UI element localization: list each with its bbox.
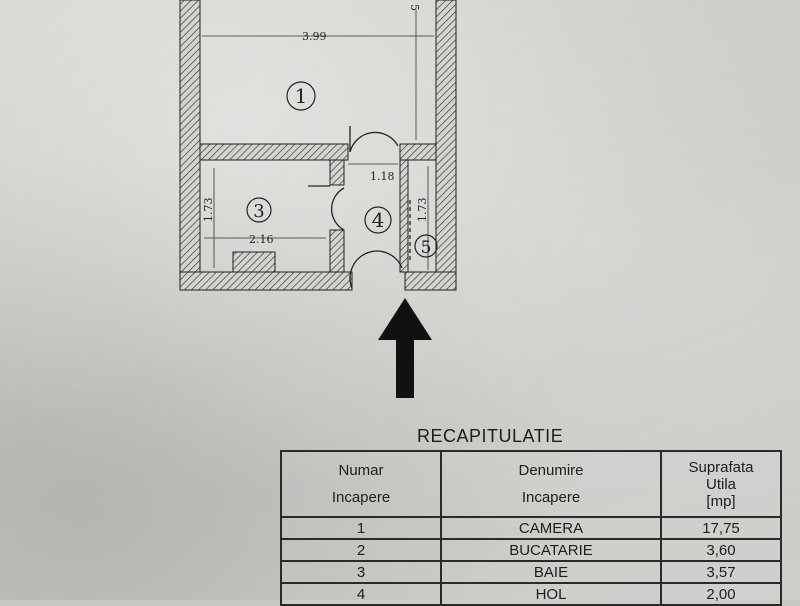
partition-wall-room1-left bbox=[199, 143, 349, 161]
header-name-line1: Denumire bbox=[518, 462, 584, 479]
recap-title: RECAPITULATIE bbox=[417, 426, 564, 446]
row-number: 4 bbox=[280, 582, 442, 606]
row-area: 3,57 bbox=[660, 560, 782, 584]
row-name: HOL bbox=[440, 582, 662, 606]
room-number-1: 1 bbox=[295, 84, 308, 108]
bath-wall-upper bbox=[329, 159, 345, 186]
room4-circle bbox=[364, 206, 392, 234]
closet-wall bbox=[399, 159, 409, 273]
left-exterior-wall bbox=[179, 0, 201, 291]
bath-niche bbox=[232, 251, 276, 273]
header-area: Suprafata Utila [mp] bbox=[660, 450, 782, 518]
bath-door-swing bbox=[331, 187, 345, 231]
room-number-circles bbox=[246, 81, 438, 258]
row-name: CAMERA bbox=[440, 516, 662, 540]
dim-room3-width: 2.16 bbox=[249, 233, 274, 246]
row-area: 2,00 bbox=[660, 582, 782, 606]
room-number-5: 5 bbox=[421, 238, 432, 258]
recap-table: Numar Incapere Denumire Incapere Suprafa… bbox=[280, 450, 782, 606]
entrance-arrow-icon bbox=[378, 298, 432, 398]
dimension-lines bbox=[202, 10, 434, 270]
table-row: 1 CAMERA 17,75 bbox=[280, 516, 782, 540]
table-row: 2 BUCATARIE 3,60 bbox=[280, 538, 782, 562]
dim-room1-depth: 5 bbox=[408, 4, 421, 11]
row-name: BAIE bbox=[440, 560, 662, 584]
header-number-line2: Incapere bbox=[331, 489, 391, 506]
table-row: 4 HOL 2,00 bbox=[280, 582, 782, 606]
header-area-line2: Utila bbox=[705, 475, 736, 493]
dim-room5-height: 1.73 bbox=[416, 198, 429, 223]
room3-circle bbox=[246, 197, 272, 223]
entrance-door-swing bbox=[349, 250, 403, 289]
walls bbox=[179, 0, 457, 291]
room1-door-swing bbox=[349, 131, 399, 153]
room1-circle bbox=[286, 81, 316, 111]
row-name: BUCATARIE bbox=[440, 538, 662, 562]
row-area: 3,60 bbox=[660, 538, 782, 562]
header-number: Numar Incapere bbox=[280, 450, 442, 518]
row-area: 17,75 bbox=[660, 516, 782, 540]
dim-hall-width: 1.18 bbox=[370, 170, 395, 183]
dim-room1-width: 3.99 bbox=[302, 30, 327, 43]
dim-room3-height: 1.73 bbox=[202, 198, 215, 223]
bottom-wall-right bbox=[404, 271, 457, 291]
header-name-line2: Incapere bbox=[521, 489, 581, 506]
bottom-wall-left bbox=[179, 271, 353, 291]
partition-wall-room1-right bbox=[399, 143, 437, 161]
room-number-4: 4 bbox=[372, 208, 385, 232]
room5-circle bbox=[414, 234, 438, 258]
bath-wall-lower bbox=[329, 229, 345, 273]
row-number: 2 bbox=[280, 538, 442, 562]
header-area-line1: Suprafata bbox=[688, 458, 754, 476]
right-exterior-wall bbox=[435, 0, 457, 291]
doors bbox=[308, 126, 411, 289]
floor-plan: 3.99 5 1.73 2.16 1.18 1.73 1 3 4 5 bbox=[179, 0, 457, 398]
header-number-line1: Numar bbox=[338, 462, 384, 479]
row-number: 3 bbox=[280, 560, 442, 584]
table-header-row: Numar Incapere Denumire Incapere Suprafa… bbox=[280, 450, 782, 518]
header-area-line3: [mp] bbox=[706, 492, 736, 510]
row-number: 1 bbox=[280, 516, 442, 540]
room-number-3: 3 bbox=[253, 201, 264, 222]
table-row: 3 BAIE 3,57 bbox=[280, 560, 782, 584]
header-name: Denumire Incapere bbox=[440, 450, 662, 518]
